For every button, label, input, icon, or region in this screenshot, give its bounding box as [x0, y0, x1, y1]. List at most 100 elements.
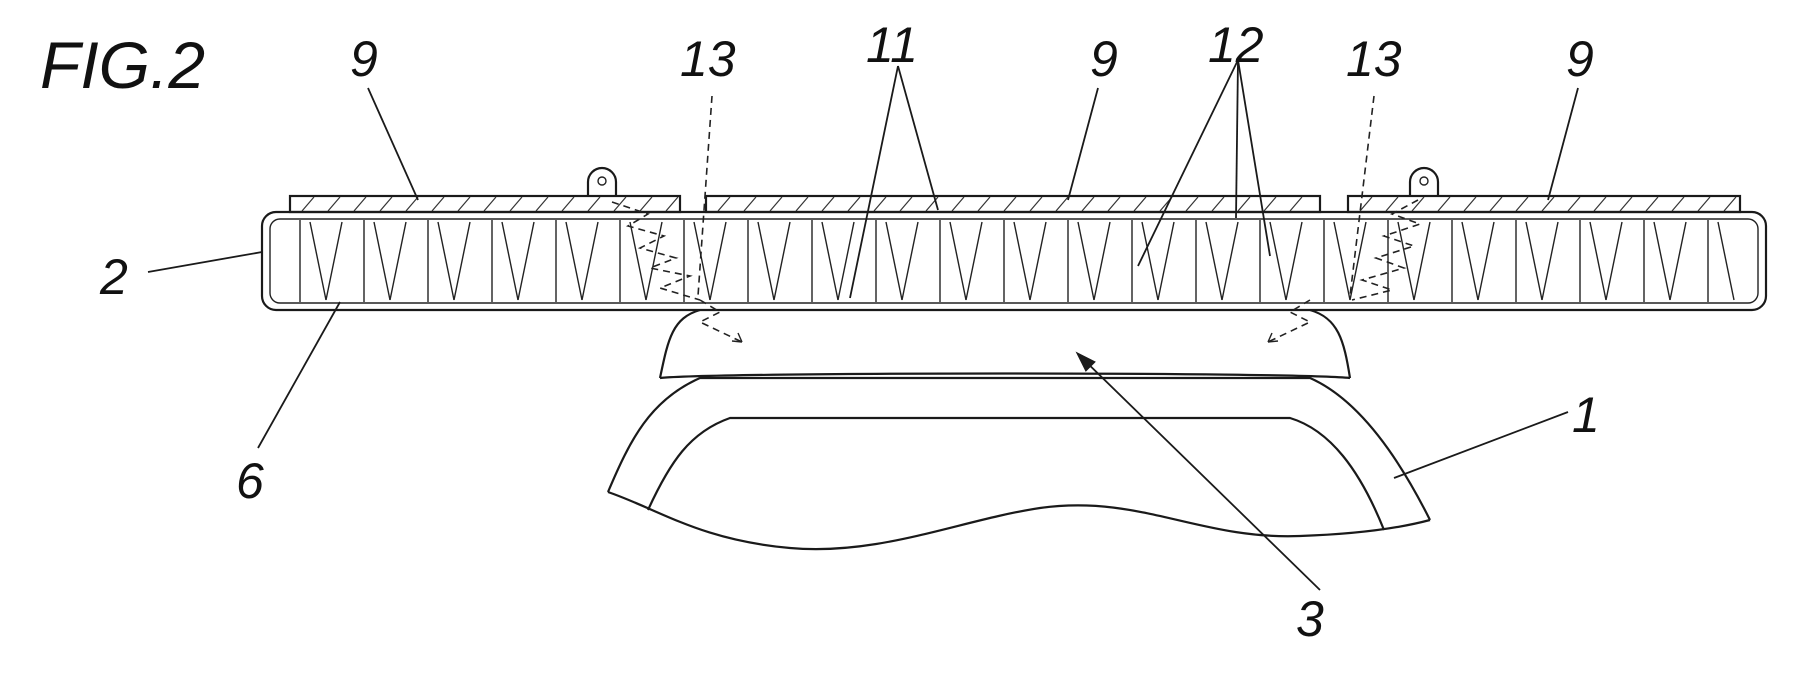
label-9-right: 9: [1566, 31, 1594, 87]
figure-title: FIG.2: [40, 28, 205, 102]
arrow-right-link: [1268, 300, 1310, 342]
plate-hatch-line: [978, 197, 990, 211]
tube-vane: [1606, 222, 1622, 300]
tube-vane: [1462, 222, 1478, 300]
plate-hatch-line: [1004, 197, 1016, 211]
tube-vane: [1414, 222, 1430, 300]
tube-vane: [950, 222, 966, 300]
tube-vane: [1222, 222, 1238, 300]
tube-vane: [326, 222, 342, 300]
plate-hatch-line: [822, 197, 834, 211]
tube-vane: [710, 222, 726, 300]
tube-vane: [966, 222, 982, 300]
plate-hatch-line: [510, 197, 522, 211]
plate-hatch-line: [1412, 197, 1424, 211]
leader-lines: [148, 60, 1578, 590]
leader-12-c: [1238, 60, 1270, 256]
tube-vane: [374, 222, 390, 300]
plate-hatch-line: [1516, 197, 1528, 211]
label-9-mid: 9: [1090, 31, 1118, 87]
plate-hatch-line: [770, 197, 782, 211]
plate-hatch-line: [1724, 197, 1736, 211]
plate-hatch-line: [1698, 197, 1710, 211]
tube-vane: [1014, 222, 1030, 300]
main-tube: [262, 212, 1766, 310]
plate-hatch-line: [458, 197, 470, 211]
leader-9-left: [368, 88, 418, 200]
label-6: 6: [236, 453, 264, 509]
leader-12-a: [1138, 60, 1238, 266]
plate-hatch-line: [406, 197, 418, 211]
label-1: 1: [1572, 387, 1600, 443]
plate-right: [1348, 196, 1740, 212]
tube-vane: [390, 222, 406, 300]
plate-hatch-line: [1594, 197, 1606, 211]
plate-hatch-line: [1186, 197, 1198, 211]
leader-6: [258, 302, 340, 448]
plate-hatch-line: [1134, 197, 1146, 211]
tube-vane: [1398, 222, 1414, 300]
tube-vane: [310, 222, 326, 300]
label-9-left: 9: [350, 31, 378, 87]
leader-3: [1078, 354, 1320, 590]
tube-vane: [758, 222, 774, 300]
plate-hatch-line: [1386, 197, 1398, 211]
label-13-left: 13: [680, 31, 736, 87]
arrow-left-link: [700, 300, 742, 342]
plate-hatch-line: [952, 197, 964, 211]
label-11: 11: [866, 17, 918, 73]
plate-hatch-line: [1438, 197, 1450, 211]
plate-hatch-line: [354, 197, 366, 211]
tube-vane: [822, 222, 838, 300]
tube-vane: [502, 222, 518, 300]
plate-hatch-line: [718, 197, 730, 211]
tube-vane: [1094, 222, 1110, 300]
tube-vane: [886, 222, 902, 300]
tube-vane: [1078, 222, 1094, 300]
plate-hatch-line: [1490, 197, 1502, 211]
plate-hatch-line: [1672, 197, 1684, 211]
plate-hatch-line: [432, 197, 444, 211]
wheel-part: [608, 378, 1430, 549]
wheel-outer: [608, 378, 1430, 520]
tube-vane: [582, 222, 598, 300]
lug-right: [1410, 168, 1438, 196]
tube-vane: [518, 222, 534, 300]
plate-hatch-line: [484, 197, 496, 211]
lug-left: [588, 168, 616, 196]
leader-9-right: [1548, 88, 1578, 200]
plate-hatch-line: [1646, 197, 1658, 211]
tube-vane: [438, 222, 454, 300]
tube-vane: [1718, 222, 1734, 300]
plate-hatch-line: [796, 197, 808, 211]
plate-hatch-line: [1290, 197, 1302, 211]
leader-11-a: [850, 66, 898, 298]
plate-hatch-line: [1056, 197, 1068, 211]
tube-vane: [1654, 222, 1670, 300]
plate-hatch-line: [562, 197, 574, 211]
plate-hatch-line: [1568, 197, 1580, 211]
tube-vane: [1142, 222, 1158, 300]
top-plates: [290, 196, 1740, 212]
tube-vane: [1590, 222, 1606, 300]
tube-cell-dividers: [300, 220, 1708, 302]
tube-vane: [1270, 222, 1286, 300]
plate-hatch-line: [848, 197, 860, 211]
plate-hatch-line: [536, 197, 548, 211]
plate-hatch-line: [744, 197, 756, 211]
plate-hatch-line: [1464, 197, 1476, 211]
label-2: 2: [99, 249, 128, 305]
tube-vane: [902, 222, 918, 300]
tube-vane: [1478, 222, 1494, 300]
plate-hatch-line: [640, 197, 652, 211]
leader-2: [148, 252, 262, 272]
label-13-right: 13: [1346, 31, 1402, 87]
tube-vane: [1526, 222, 1542, 300]
leader-9-mid: [1068, 88, 1098, 200]
tube-vane: [630, 222, 646, 300]
tube-vane: [1286, 222, 1302, 300]
lug-left-hole: [598, 177, 606, 185]
plate-hatch-line: [1620, 197, 1632, 211]
tube-vane: [1334, 222, 1350, 300]
dashed-zigzags: [612, 200, 1420, 342]
